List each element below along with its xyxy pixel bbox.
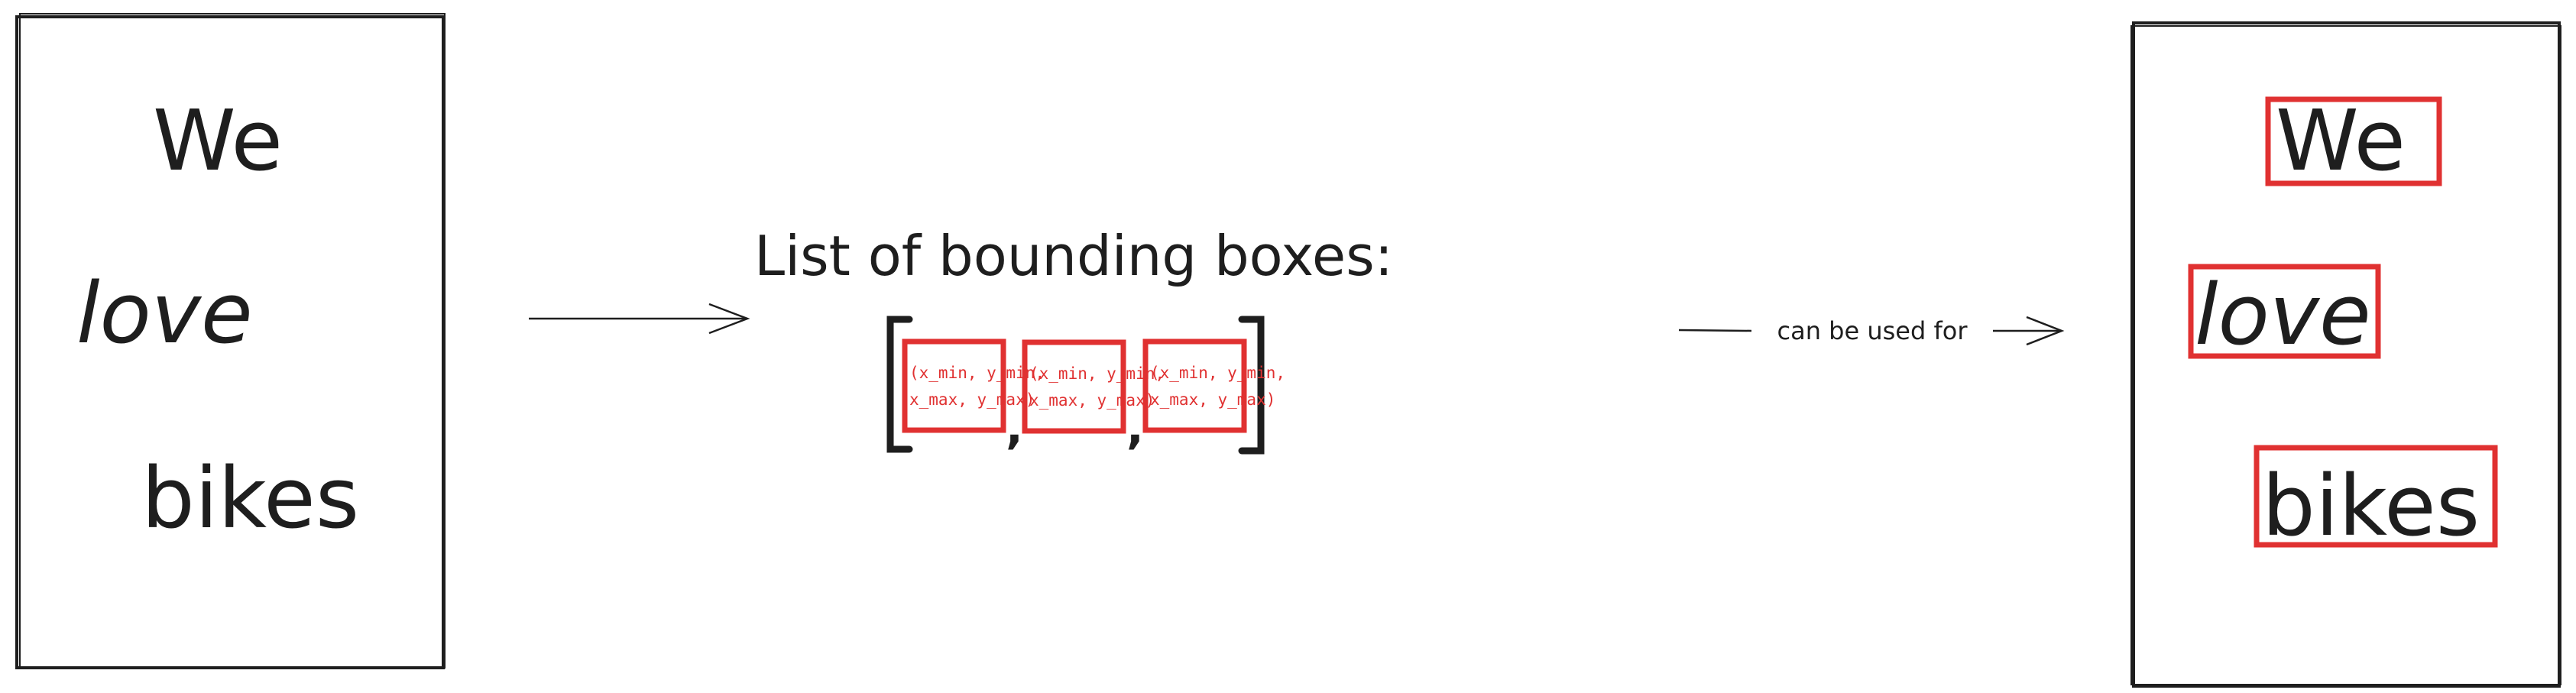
arrow-to-list [529, 303, 750, 335]
word-bbox-we [2265, 96, 2442, 186]
list-comma: , [1126, 401, 1144, 455]
bbox-item: (x_min, y_min, x_max, y_max) [1022, 339, 1165, 434]
output-word-we: We [2276, 92, 2406, 189]
word-bbox-love [2188, 264, 2381, 359]
bbox-line2: x_max, y_max) [909, 390, 1035, 409]
bounding-box-list: List of bounding boxes: (x_min, y_min, x… [754, 224, 1393, 455]
word-bbox-bikes [2254, 445, 2498, 548]
bbox-line2: x_max, y_max) [1029, 391, 1155, 410]
bbox-line1: (x_min, y_min, [1150, 364, 1285, 382]
output-word-bikes: bikes [2262, 457, 2480, 555]
open-bracket [886, 316, 913, 453]
output-panel-frame-sketch [2130, 25, 2561, 685]
input-word-we: We [153, 92, 283, 189]
input-image-panel: We love bikes [15, 13, 446, 669]
list-title: List of bounding boxes: [754, 224, 1393, 288]
bbox-item: (x_min, y_min, x_max, y_max) [1142, 338, 1285, 433]
output-image-panel: We love bikes [2130, 21, 2561, 688]
input-word-love: love [76, 264, 253, 362]
close-bracket [1238, 316, 1265, 455]
arrow-can-be-used-for: can be used for [1678, 316, 2065, 346]
bbox-line2: x_max, y_max) [1150, 390, 1275, 409]
list-comma: , [1006, 401, 1023, 455]
output-word-love: love [2195, 266, 2371, 364]
input-panel-frame-sketch [19, 13, 446, 669]
output-panel-frame [2132, 21, 2561, 688]
arrow-label: can be used for [1777, 316, 1968, 345]
bbox-line1: (x_min, y_min, [1029, 364, 1165, 383]
input-word-bikes: bikes [141, 449, 359, 547]
